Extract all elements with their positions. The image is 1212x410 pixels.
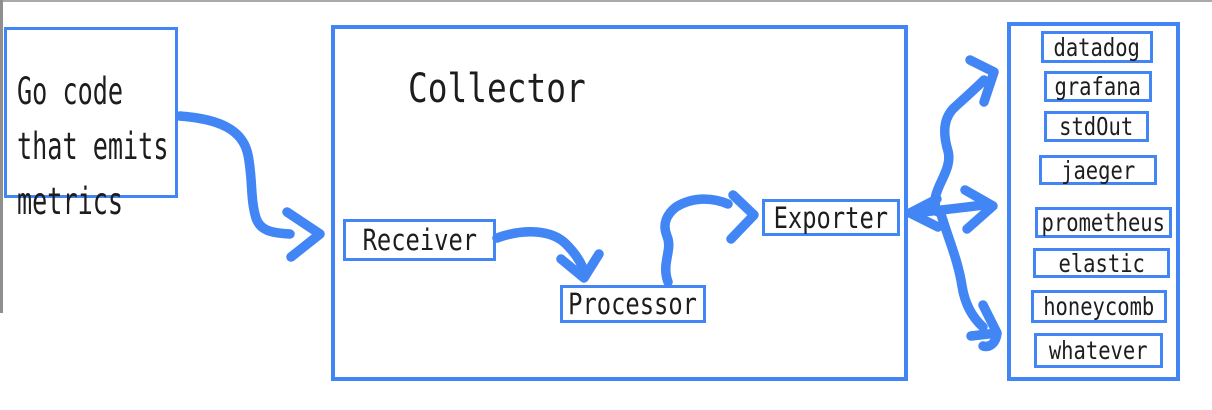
destination-label: grafana <box>1054 72 1142 101</box>
source-code-box: Go code that emits metrics <box>4 27 178 223</box>
destination-prometheus: prometheus <box>1035 207 1172 238</box>
exporter-box: Exporter <box>762 199 900 236</box>
source-line-3: metrics <box>17 180 124 223</box>
destination-label: datadog <box>1053 32 1141 62</box>
source-line-1: Go code <box>17 70 124 113</box>
destination-label: whatever <box>1049 336 1148 365</box>
destination-label: jaeger <box>1060 155 1136 185</box>
arrow-source-to-receiver <box>175 111 325 262</box>
arrow-exporter-to-destinations <box>905 55 1002 352</box>
source-code-label: Go code that emits metrics <box>17 64 168 229</box>
processor-box: Processor <box>560 285 706 323</box>
receiver-label: Receiver <box>362 223 477 257</box>
destination-label: prometheus <box>1041 208 1166 237</box>
destination-grafana: grafana <box>1044 71 1152 102</box>
arrowhead-left-icon <box>905 194 943 232</box>
source-line-2: that emits <box>17 125 169 168</box>
destination-label: elastic <box>1058 248 1145 278</box>
collector-title: Collector <box>408 66 586 112</box>
receiver-box: Receiver <box>343 219 496 261</box>
arrowhead-down-right-icon <box>966 300 1002 341</box>
arrowhead-right-icon <box>960 185 998 234</box>
destination-stdout: stdOut <box>1044 111 1149 142</box>
processor-label: Processor <box>568 287 698 321</box>
destination-label: stdOut <box>1059 112 1134 141</box>
window-left-edge <box>0 0 3 313</box>
exporter-label: Exporter <box>773 200 889 235</box>
destination-jaeger: jaeger <box>1039 155 1157 185</box>
arrowhead-right-icon <box>282 207 325 262</box>
destination-elastic: elastic <box>1033 248 1170 278</box>
destination-whatever: whatever <box>1034 333 1163 368</box>
destination-label: honeycomb <box>1043 292 1155 321</box>
destination-honeycomb: honeycomb <box>1031 290 1167 323</box>
window-top-edge <box>0 0 1212 2</box>
arrowhead-up-right-icon <box>965 55 999 107</box>
destination-datadog: datadog <box>1041 31 1153 63</box>
